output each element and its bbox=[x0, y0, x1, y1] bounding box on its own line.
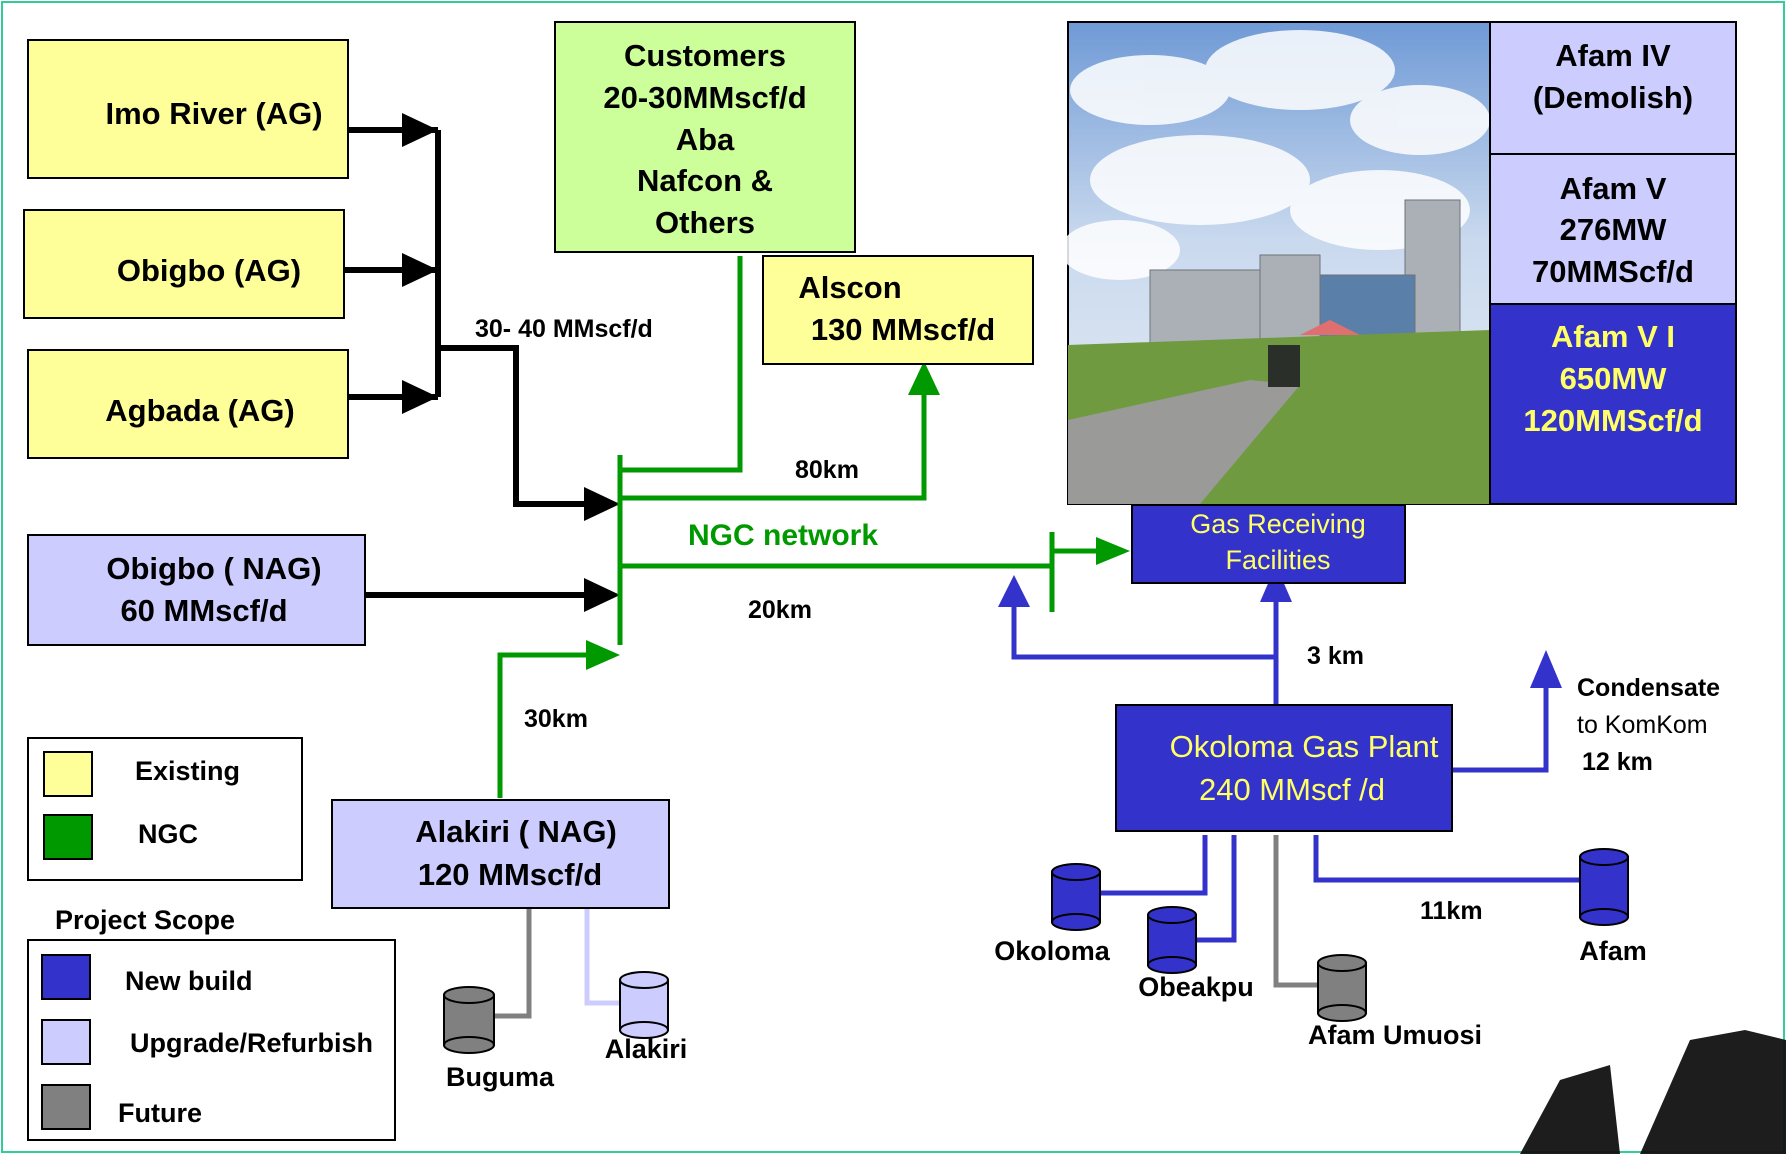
arrow-to-receiving bbox=[1096, 537, 1130, 565]
ngc-network-label: NGC network bbox=[688, 519, 878, 552]
legend-upgrade-label: Upgrade/Refurbish bbox=[130, 1028, 373, 1058]
obigbo-ag-box bbox=[23, 209, 345, 319]
afam-v-gas: 70MMScf/d bbox=[1532, 254, 1694, 289]
arrow-agbada bbox=[402, 380, 438, 414]
obigbo-nag-name: Obigbo ( NAG) bbox=[106, 551, 321, 586]
obigbo-ag-label: Obigbo (AG) bbox=[117, 253, 301, 288]
imo-river-box bbox=[27, 39, 349, 179]
arrow-to-ngc-tie bbox=[998, 575, 1030, 607]
afam-vi-name: Afam V I bbox=[1551, 319, 1675, 354]
imo-river-label: Imo River (AG) bbox=[105, 96, 322, 131]
alscon-name: Alscon bbox=[798, 270, 901, 305]
distance-3km: 3 km bbox=[1307, 642, 1364, 670]
well-alakiri bbox=[619, 971, 669, 1039]
well-obeakpu bbox=[1147, 906, 1197, 974]
well-afam bbox=[1579, 848, 1629, 926]
customers-box bbox=[554, 21, 856, 253]
well-obeakpu-label: Obeakpu bbox=[1138, 972, 1254, 1002]
distance-20km: 20km bbox=[748, 596, 812, 624]
legend-ngc-label: NGC bbox=[138, 819, 198, 849]
gas-receiving-line1: Gas Receiving bbox=[1190, 509, 1366, 539]
legend-existing-swatch bbox=[43, 751, 93, 797]
legend-existing-label: Existing bbox=[135, 756, 240, 786]
afam-v-name: Afam V bbox=[1560, 171, 1667, 206]
arrow-obigbo-ag bbox=[402, 253, 438, 287]
legend-new-build-swatch bbox=[41, 954, 91, 1000]
alakiri-nag-name: Alakiri ( NAG) bbox=[415, 814, 617, 849]
ngc-pipelines bbox=[497, 256, 1110, 798]
well-afam-umuosi bbox=[1317, 954, 1367, 1022]
well-afam-label: Afam bbox=[1579, 936, 1647, 966]
afam-iv-name: Afam IV bbox=[1555, 38, 1671, 73]
afam-vi-box bbox=[1489, 303, 1737, 505]
black-arrowheads bbox=[402, 113, 620, 612]
afam-v-power: 276MW bbox=[1560, 212, 1668, 247]
distance-11km: 11km bbox=[1420, 897, 1483, 925]
agbada-label: Agbada (AG) bbox=[105, 393, 294, 428]
future-flowlines bbox=[494, 835, 1318, 1019]
well-buguma bbox=[443, 986, 495, 1054]
well-buguma-label: Buguma bbox=[446, 1062, 555, 1092]
arrow-to-alscon bbox=[908, 361, 940, 395]
legend-new-build-label: New build bbox=[125, 966, 253, 996]
afam-vi-gas: 120MMScf/d bbox=[1523, 403, 1702, 438]
afam-vi-power: 650MW bbox=[1560, 361, 1668, 396]
legend-project-scope: New build Upgrade/Refurbish Future bbox=[27, 939, 396, 1141]
well-afam-umuosi-label: Afam Umuosi bbox=[1308, 1020, 1482, 1050]
customers-title: Customers bbox=[624, 38, 786, 73]
arrow-imo bbox=[402, 113, 438, 147]
afam-iv-box bbox=[1489, 21, 1737, 155]
well-okoloma-label: Okoloma bbox=[994, 936, 1111, 966]
alscon-capacity: 130 MMscf/d bbox=[811, 312, 995, 347]
obigbo-nag-box bbox=[27, 534, 366, 646]
ag-flow-label: 30- 40 MMscf/d bbox=[475, 315, 653, 343]
arrow-ag-to-hub bbox=[584, 487, 620, 521]
well-okoloma bbox=[1051, 863, 1101, 931]
customers-volume: 20-30MMscf/d bbox=[603, 80, 806, 115]
to-komkom-label: to KomKom bbox=[1577, 711, 1708, 739]
gas-receiving-box bbox=[1131, 504, 1406, 584]
watermark bbox=[1520, 1030, 1786, 1154]
distance-12km: 12 km bbox=[1582, 748, 1653, 776]
condensate-label: Condensate bbox=[1577, 674, 1720, 702]
afam-v-box bbox=[1489, 153, 1737, 305]
customers-aba: Aba bbox=[676, 122, 735, 157]
customers-others: Others bbox=[655, 205, 755, 240]
legend-status: Existing NGC bbox=[27, 737, 303, 881]
green-arrowheads bbox=[586, 361, 1130, 670]
well-alakiri-label: Alakiri bbox=[605, 1034, 688, 1064]
distance-30km: 30km bbox=[524, 705, 588, 733]
legend-project-scope-title: Project Scope bbox=[55, 905, 235, 935]
alscon-box bbox=[762, 255, 1034, 365]
okoloma-plant-capacity: 240 MMscf /d bbox=[1199, 772, 1385, 807]
afam-site-photo bbox=[1060, 21, 1491, 505]
gas-receiving-line2: Facilities bbox=[1225, 545, 1330, 575]
customers-nafcon: Nafcon & bbox=[637, 163, 773, 198]
legend-future-label: Future bbox=[118, 1098, 202, 1128]
distance-80km: 80km bbox=[795, 456, 859, 484]
afam-iv-status: (Demolish) bbox=[1533, 80, 1693, 115]
alakiri-nag-capacity: 120 MMscf/d bbox=[418, 857, 602, 892]
arrow-alakiri-to-hub bbox=[586, 640, 620, 670]
alakiri-nag-box bbox=[331, 799, 670, 909]
okoloma-plant-name: Okoloma Gas Plant bbox=[1170, 729, 1439, 764]
legend-upgrade-swatch bbox=[41, 1019, 91, 1065]
okoloma-plant-box bbox=[1115, 704, 1453, 832]
arrow-obigbo-nag bbox=[584, 578, 620, 612]
obigbo-nag-capacity: 60 MMscf/d bbox=[120, 593, 287, 628]
legend-future-swatch bbox=[41, 1084, 91, 1130]
agbada-box bbox=[27, 349, 349, 459]
arrow-condensate bbox=[1530, 650, 1562, 688]
legend-ngc-swatch bbox=[43, 814, 93, 860]
